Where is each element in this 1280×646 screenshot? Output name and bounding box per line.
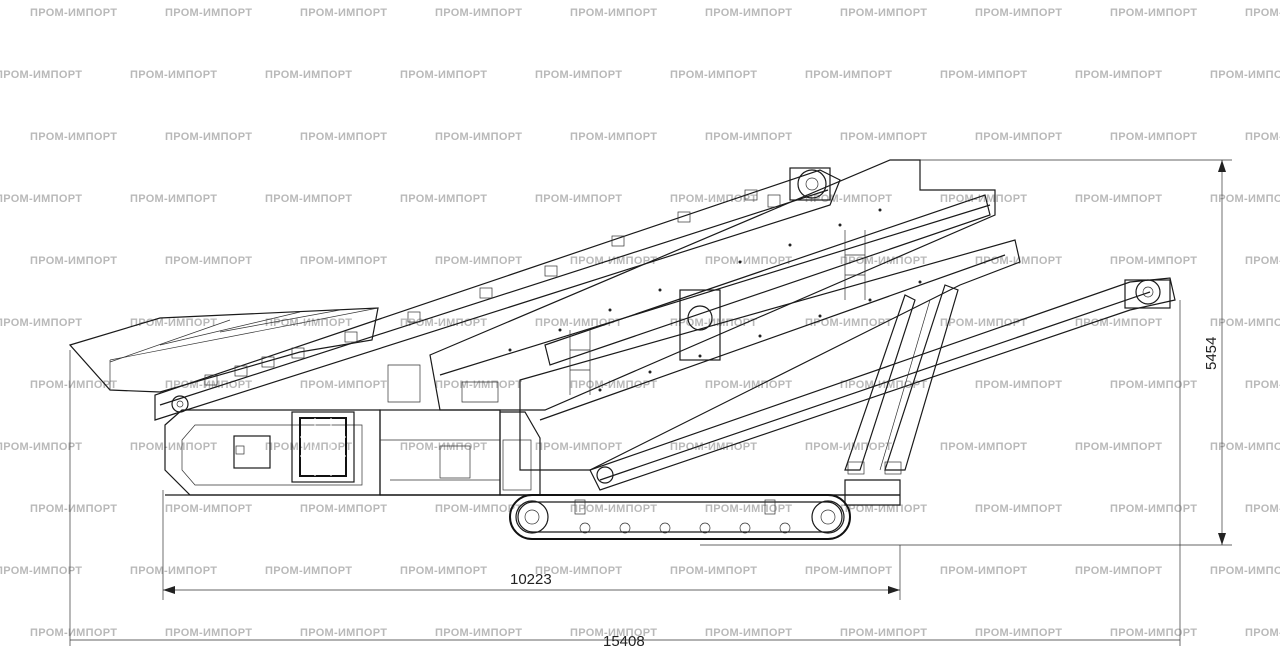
dimension-lines bbox=[69, 159, 1232, 646]
feed-hopper bbox=[68, 307, 379, 393]
discharge-conveyor bbox=[589, 277, 1176, 491]
support-legs bbox=[844, 284, 959, 475]
chassis-body bbox=[164, 364, 901, 506]
dimension-height-label: 5454 bbox=[1203, 337, 1220, 370]
feed-conveyor bbox=[154, 167, 841, 421]
dimension-track-length-label: 10223 bbox=[510, 571, 552, 588]
dimension-total-length-label: 15408 bbox=[603, 633, 645, 646]
vibrating-screen bbox=[429, 159, 1021, 471]
crawler-track bbox=[509, 494, 851, 540]
